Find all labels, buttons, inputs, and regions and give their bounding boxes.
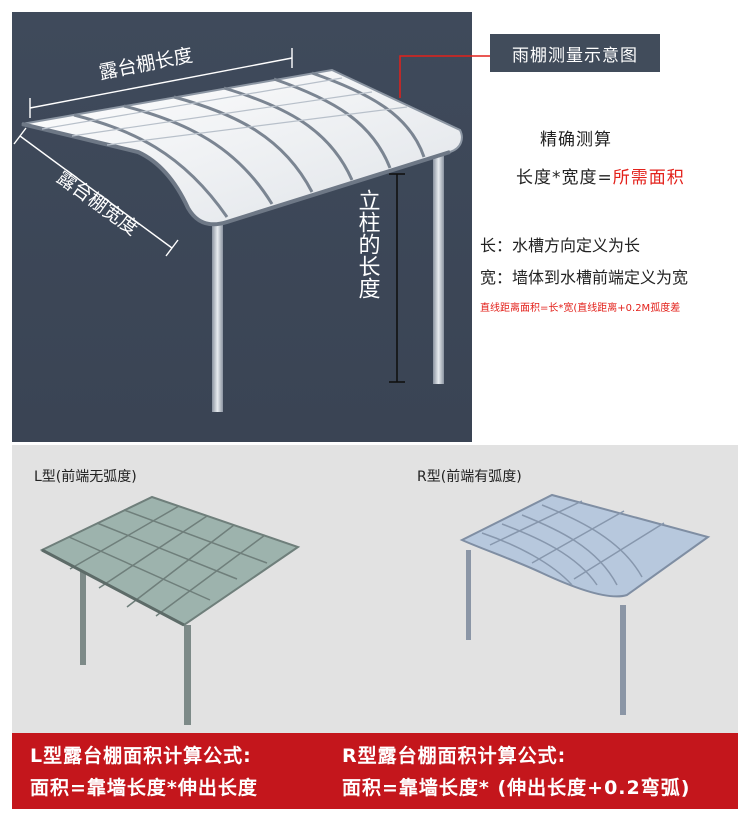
l-type-formula-title: L型露台棚面积计算公式:: [30, 745, 252, 767]
length-dimension: [29, 48, 293, 118]
formula-bar: L型露台棚面积计算公式: 面积=靠墙长度*伸出长度 R型露台棚面积计算公式: 面…: [12, 733, 738, 809]
r-type-caption: R型(前端有弧度): [417, 469, 522, 485]
width-definition: 宽：墙体到水槽前端定义为宽: [480, 268, 689, 287]
canopy-roof: [21, 68, 463, 227]
canopy-diagram: 露台棚长度 露台棚宽度 立柱的长度: [13, 44, 463, 412]
canopy-types-panel: L型(前端无弧度) R型(前端有弧度): [12, 445, 738, 733]
canopy-diagram-panel: 露台棚长度 露台棚宽度 立柱的长度: [12, 12, 472, 442]
precise-calc-heading: 精确测算: [540, 130, 612, 150]
top-section: 露台棚长度 露台棚宽度 立柱的长度 雨棚测量示意图 精确测算 长度*宽度=所需面…: [12, 12, 689, 442]
r-type-canopy: [459, 493, 711, 715]
r-type-formula-title: R型露台棚面积计算公式:: [342, 745, 567, 767]
front-post-right: [433, 142, 444, 384]
post-height-label: 立柱的长度: [355, 189, 381, 299]
l-type-formula: 面积=靠墙长度*伸出长度: [30, 777, 258, 799]
area-formula-text: 长度*宽度=: [516, 168, 613, 188]
area-formula: 长度*宽度=所需面积: [516, 163, 685, 188]
l-type-canopy: [39, 495, 301, 725]
roof-length-label: 露台棚长度: [97, 44, 194, 84]
roof-width-label: 露台棚宽度: [53, 166, 143, 240]
front-post-left: [212, 222, 223, 412]
width-dimension: [13, 127, 179, 257]
r-type-formula: 面积=靠墙长度* (伸出长度+0.2弯弧): [342, 777, 691, 799]
post-height-dimension: [389, 173, 405, 383]
diagram-title: 雨棚测量示意图: [490, 34, 660, 72]
canopy-types-illustration: [39, 493, 711, 725]
length-definition: 长：水槽方向定义为长: [480, 236, 641, 255]
area-formula-result: 所需面积: [612, 168, 685, 188]
l-type-caption: L型(前端无弧度): [34, 469, 137, 485]
straight-distance-note: 直线距离面积=长*宽(直线距离+0.2M孤度差: [480, 303, 681, 314]
